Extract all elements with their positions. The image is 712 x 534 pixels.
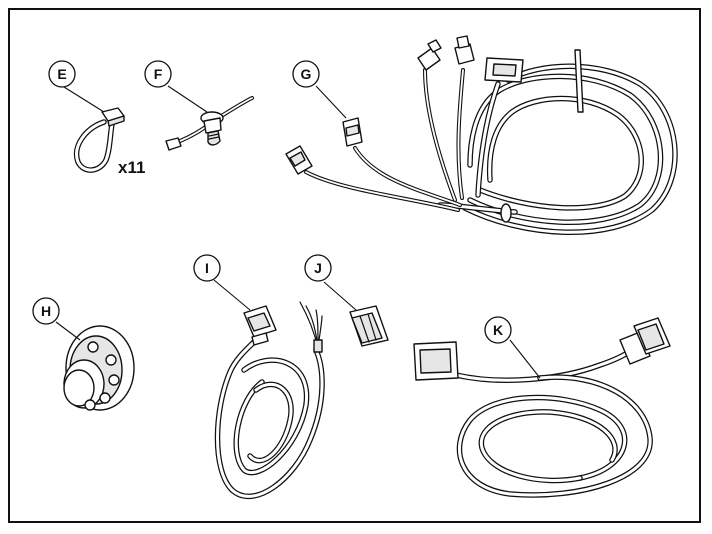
callout-f-label: F [154,66,163,82]
leader-e [63,86,105,113]
callout-j: J [304,254,332,282]
callout-g-label: G [301,66,312,82]
leader-i [213,279,251,311]
callout-k: K [484,316,512,344]
callout-h-label: H [41,303,51,319]
part-h-round-plug [55,321,135,411]
callout-e: E [48,60,76,88]
callout-f: F [144,60,172,88]
callout-j-label: J [314,260,322,276]
callout-k-label: K [493,322,503,338]
callout-e-label: E [57,66,66,82]
leader-j [323,281,357,311]
diagram-frame [8,8,701,523]
part-j-connector [323,281,389,347]
part-g-main-harness [285,35,678,236]
leader-g [315,85,347,119]
part-k-harness [413,317,671,498]
part-e-cable-tie [63,86,125,173]
callout-g: G [292,60,320,88]
callout-h: H [32,297,60,325]
part-f-clip-tie [165,85,254,151]
part-i-sub-harness [213,279,325,499]
quantity-e-label: x11 [118,158,145,177]
leader-f [167,85,208,113]
leader-k [509,339,541,379]
callout-i-label: I [205,260,209,276]
leader-h [55,321,81,341]
callout-i: I [193,254,221,282]
